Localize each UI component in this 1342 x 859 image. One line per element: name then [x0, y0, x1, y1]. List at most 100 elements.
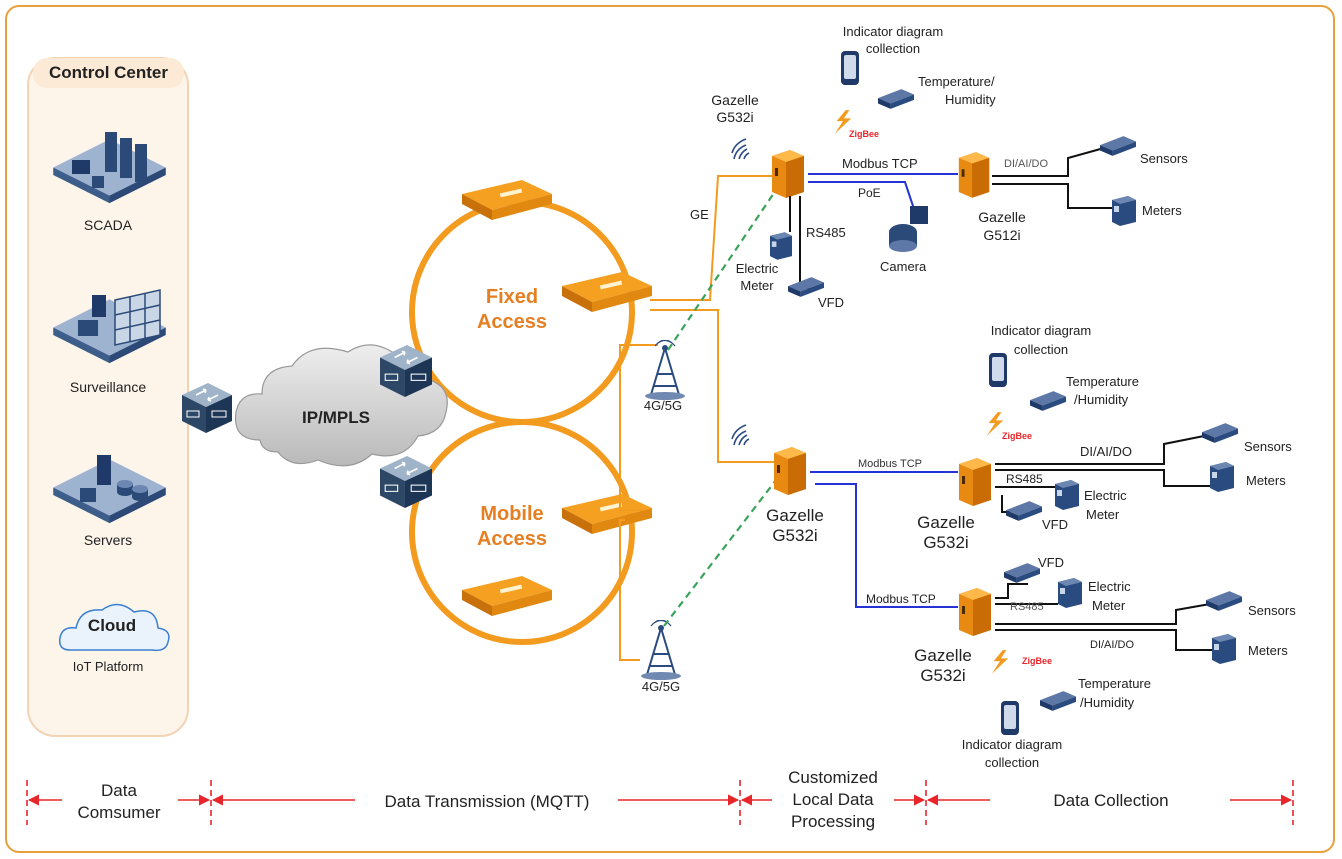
camera-icon: [889, 206, 928, 252]
mobile-access-label-2: Access: [476, 528, 548, 550]
fixed-access-label-2: Access: [476, 311, 548, 333]
sensors-label: Sensors: [1244, 439, 1292, 454]
vfd-label: VFD: [1038, 555, 1064, 570]
poe-label: PoE: [858, 186, 881, 200]
meters-label: Meters: [1248, 643, 1288, 658]
tablet-icon: [989, 353, 1007, 387]
sensors-label: Sensors: [1248, 603, 1296, 618]
modbus-label: Modbus TCP: [858, 458, 922, 470]
stage-dividers: [26, 780, 1294, 825]
wifi-icon: [731, 138, 750, 160]
electric-meter-icon: [1055, 480, 1079, 510]
router-icon: [182, 383, 232, 433]
surveillance-icon: [53, 289, 166, 364]
gateway-g532i-icon: [959, 588, 991, 636]
indicator-label-2: collection: [865, 41, 921, 56]
rs485-label: RS485: [1010, 601, 1044, 613]
sensors-label: Sensors: [1140, 151, 1188, 166]
ge-label: GE: [690, 207, 709, 222]
sensor-icon: [1202, 423, 1238, 443]
gateway-a-label-2: G532i: [923, 533, 969, 552]
gateway-g532i-icon: [774, 447, 806, 495]
stage-processing-label-2: Local Data: [792, 790, 874, 809]
scada-icon: [53, 132, 166, 204]
dio-label: DI/AI/DO: [1090, 639, 1135, 651]
tablet-icon: [1001, 701, 1019, 735]
cell-tower-icon: [640, 620, 682, 680]
gateway-g512i-label-2: G512i: [983, 227, 1021, 243]
zigbee-label: ZigBee: [1002, 431, 1033, 441]
vfd-icon: [788, 277, 824, 297]
temp-humidity-icon: [1030, 391, 1066, 411]
electric-meter-a-label-2: Meter: [1086, 507, 1120, 522]
meter-icon: [1112, 196, 1136, 226]
indicator-a-label-1: Indicator diagram: [990, 323, 1092, 338]
tower-label: 4G/5G: [643, 398, 683, 413]
modbus-links: [808, 173, 958, 213]
modbus-label: Modbus TCP: [866, 592, 936, 606]
dio-label: DI/AI/DO: [1080, 444, 1133, 459]
mobile-access-ring: [409, 419, 635, 645]
io-links: [995, 583, 1212, 651]
meters-label: Meters: [1246, 473, 1286, 488]
indicator-a-label-2: collection: [1013, 342, 1069, 357]
electric-meter-icon: [770, 232, 792, 260]
sensor-icon: [1206, 591, 1242, 611]
gateway-g532i-icon: [959, 458, 991, 506]
gateway-label-1: Gazelle: [766, 506, 824, 525]
temp-humidity-label-2: Humidity: [945, 92, 996, 107]
meters-label: Meters: [1142, 203, 1182, 218]
rs485-label: RS485: [1006, 472, 1043, 486]
surveillance-label: Surveillance: [69, 379, 147, 395]
zigbee-icon: [991, 650, 1009, 674]
cloud-label: Cloud: [87, 616, 137, 635]
zigbee-icon: [986, 412, 1004, 436]
electric-meter-label-1: Electric: [735, 261, 779, 276]
wireless-link: [663, 479, 777, 627]
stage-transmission-label: Data Transmission (MQTT): [384, 792, 590, 811]
gateway-g512i-label-1: Gazelle: [978, 209, 1026, 225]
electric-meter-b-label-2: Meter: [1092, 598, 1126, 613]
gateway-a-label-1: Gazelle: [917, 513, 975, 532]
gateway-label-1: Gazelle: [711, 92, 759, 108]
temp-humidity-icon: [1040, 691, 1076, 711]
diagram-frame: [5, 5, 1335, 853]
stage-consumer-label-1: Data: [101, 781, 137, 800]
electric-meter-icon: [1058, 578, 1082, 608]
vfd-label: VFD: [818, 295, 844, 310]
vfd-icon: [1004, 563, 1040, 583]
gateway-label-2: G532i: [716, 109, 754, 125]
io-links: [992, 147, 1112, 209]
meter-icon: [1210, 462, 1234, 492]
modbus-label: Modbus TCP: [842, 156, 918, 171]
temp-humidity-icon: [878, 89, 914, 109]
dio-label: DI/AI/DO: [1004, 158, 1049, 170]
iot-platform-label: IoT Platform: [72, 659, 144, 674]
temp-a-label-1: Temperature: [1066, 374, 1139, 389]
electric-meter-a-label-1: Electric: [1084, 488, 1127, 503]
switch-icon: [462, 576, 552, 616]
zigbee-label: ZigBee: [849, 129, 880, 139]
servers-label: Servers: [83, 532, 133, 548]
cell-tower-icon: [644, 340, 686, 400]
temp-humidity-label-1: Temperature/: [918, 74, 995, 89]
ethernet-links: [619, 175, 775, 661]
stage-processing-label-1: Customized: [788, 768, 878, 787]
mobile-access-label-1: Mobile: [480, 503, 544, 525]
stage-processing-label-3: Processing: [790, 812, 876, 831]
switch-icon: [562, 494, 652, 534]
indicator-b-label-1: Indicator diagram: [961, 737, 1063, 752]
gateway-g532i-icon: [772, 150, 804, 198]
vfd-icon: [1006, 501, 1042, 521]
gateway-g512i-icon: [958, 152, 990, 198]
control-center-title: Control Center: [49, 63, 168, 82]
wireless-link: [667, 189, 777, 351]
camera-label: Camera: [880, 259, 927, 274]
meter-icon: [1212, 634, 1236, 664]
sensor-icon: [1100, 136, 1136, 156]
electric-meter-b-label-1: Electric: [1088, 579, 1131, 594]
temp-b-label-1: Temperature: [1078, 676, 1151, 691]
zigbee-label: ZigBee: [1022, 656, 1053, 666]
fixed-access-label-1: Fixed: [485, 286, 539, 308]
